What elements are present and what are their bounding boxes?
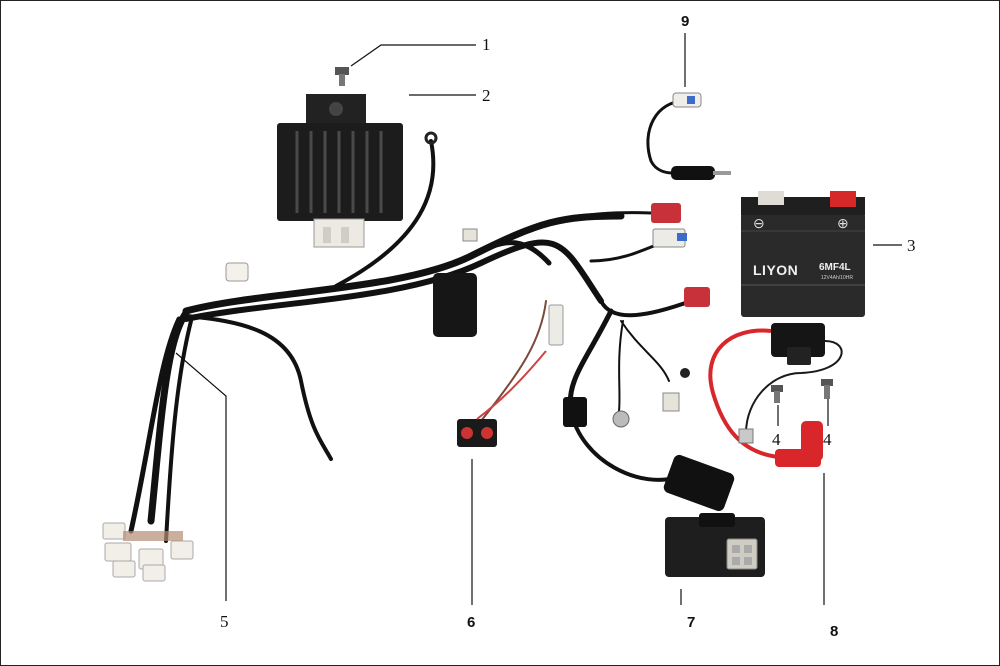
cdi-unit [665,513,765,577]
callout-6: 6 [467,614,476,631]
callout-4-right: 4 [823,430,832,449]
regulator-rectifier [277,94,403,248]
battery-minus-label: ⊖ [753,215,765,231]
callout-3: 3 [907,236,916,255]
battery-spec-label: 12V4Ah/10HR [821,275,853,281]
callout-5: 5 [220,612,229,631]
battery-model-label: 6MF4L [819,262,851,273]
harness-connectors [225,131,735,512]
leader-lines [175,33,902,605]
switch-connector-bundle [102,522,194,582]
battery [741,191,865,317]
ignition-coil [708,323,843,467]
bolt-part-4 [771,379,833,403]
starter-relay [457,350,547,447]
callout-4-left: 4 [772,430,781,449]
bolt-part-1 [335,67,349,86]
battery-brand-logo: LIYON [753,262,799,278]
ignition-switch [646,92,731,180]
callout-7: 7 [687,614,696,631]
callout-9: 9 [681,13,690,30]
battery-plus-label: ⊕ [837,215,849,231]
wiring-harness [128,139,693,543]
callout-1: 1 [482,35,491,54]
callout-2: 2 [482,86,491,105]
callout-8: 8 [830,623,839,640]
